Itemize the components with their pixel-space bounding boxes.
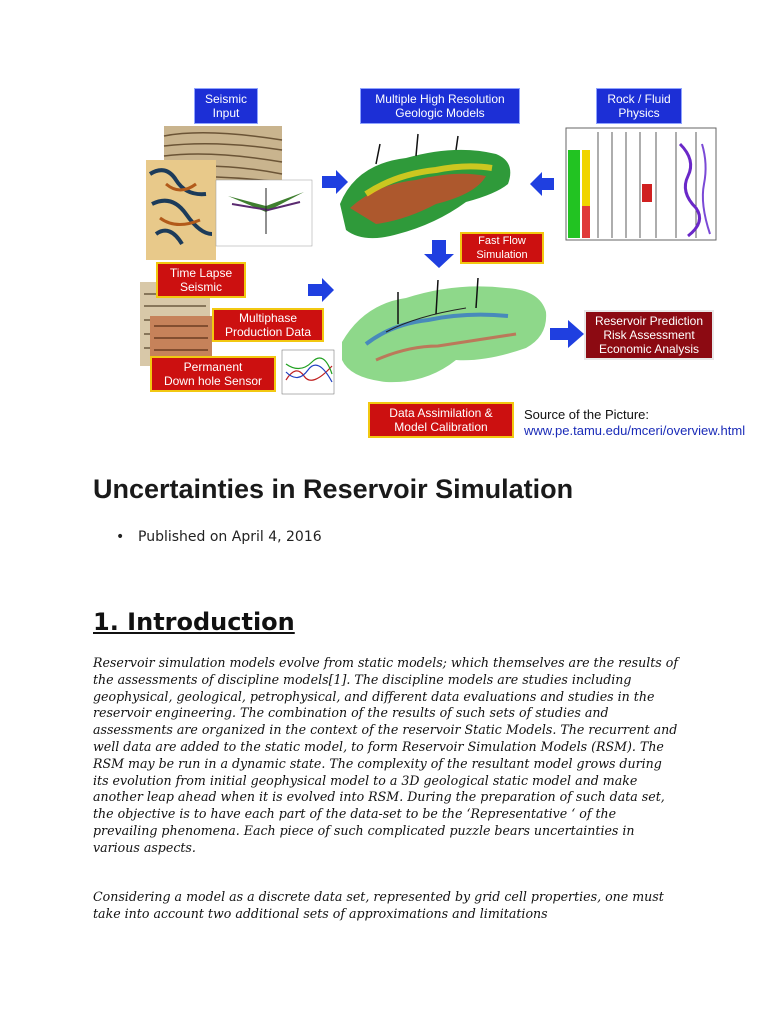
flow-simulation-image [342, 277, 547, 383]
workflow-graphics [140, 126, 717, 395]
section-heading: 1. Introduction [93, 608, 295, 636]
article-title: Uncertainties in Reservoir Simulation [93, 474, 574, 504]
source-label: Source of the Picture: [524, 407, 650, 422]
multiphase-label: Multiphase Production Data [212, 308, 324, 342]
source-url[interactable]: www.pe.tamu.edu/mceri/overview.html [524, 423, 746, 438]
source-link[interactable]: www.pe.tamu.edu/mceri/overview.html [524, 423, 745, 439]
fast-flow-label: Fast Flow Simulation [460, 232, 544, 264]
article-meta: Published on April 4, 2016 [116, 529, 322, 545]
workflow-figure: Seismic Input Multiple High Resolution G… [136, 84, 768, 440]
seismic-input-images [146, 126, 313, 260]
rock-fluid-log-image [565, 127, 717, 241]
flow-arrows [308, 170, 584, 348]
intro-paragraph: Reservoir simulation models evolve from … [93, 655, 679, 855]
time-lapse-label: Time Lapse Seismic [156, 262, 246, 298]
downhole-sensor-label: Permanent Down hole Sensor [150, 356, 276, 392]
reservoir-prediction-label: Reservoir Prediction Risk Assessment Eco… [584, 310, 714, 360]
data-assimilation-label: Data Assimilation & Model Calibration [368, 402, 514, 438]
geologic-model-image [340, 133, 511, 239]
rock-fluid-label: Rock / Fluid Physics [596, 88, 682, 124]
geologic-models-label: Multiple High Resolution Geologic Models [360, 88, 520, 124]
published-date: Published on April 4, 2016 [116, 529, 322, 545]
intro-paragraph-2: Considering a model as a discrete data s… [93, 889, 664, 921]
seismic-input-label: Seismic Input [194, 88, 258, 124]
